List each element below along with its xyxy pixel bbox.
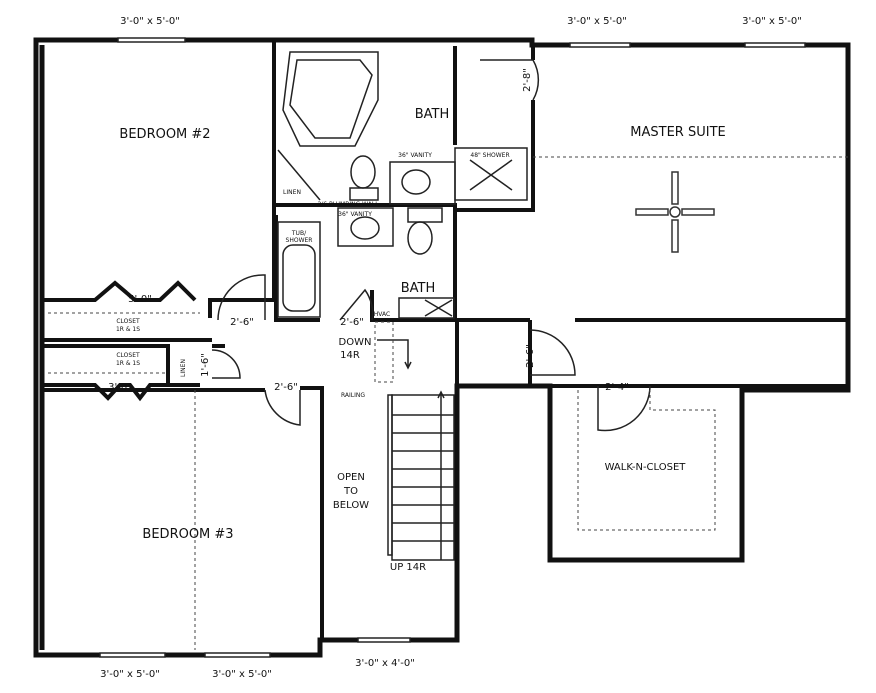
dimension-label: 2'-6" — [525, 344, 536, 368]
fixture-label: LINEN — [180, 359, 187, 377]
dimension-label: 2'-6" — [274, 382, 298, 393]
fixture-label: LINEN — [283, 189, 301, 196]
room-bedroom-3: BEDROOM #3 — [142, 527, 233, 542]
window-label: 3'-0" x 5'-0" — [120, 16, 180, 27]
window-label: 3'-0" x 5'-0" — [212, 669, 272, 680]
open-to-below-label: OPEN — [337, 472, 365, 483]
room-hall-bath: BATH — [401, 281, 436, 296]
dimension-label: 1'-6" — [200, 353, 211, 377]
open-to-below-label: TO — [343, 486, 358, 497]
fixture-label: 2/6 PLUMBING WALL — [317, 201, 379, 208]
dimension-label: 3'-0" — [108, 382, 132, 393]
dimension-label: 2'-8" — [522, 68, 533, 92]
fixture-label: 1R & 1S — [116, 360, 140, 367]
dashed-lines — [48, 156, 848, 650]
fixture-label: HVAC — [374, 311, 390, 318]
open-to-below-label: BELOW — [333, 500, 369, 511]
dimension-label: 2'-4" — [605, 382, 629, 393]
room-bedroom-2: BEDROOM #2 — [119, 127, 210, 142]
window-label: 3'-0" x 5'-0" — [100, 669, 160, 680]
ceiling-fan-icon — [635, 171, 715, 253]
stairs-down-label: DOWN — [339, 337, 372, 348]
window-label: 3'-0" x 5'-0" — [567, 16, 627, 27]
stairs-down-label: 14R — [340, 350, 360, 361]
dimension-label: 2'-6" — [230, 317, 254, 328]
fixture-label: CLOSET — [116, 318, 140, 325]
fixture-label: 48" SHOWER — [470, 152, 509, 159]
fixture-label: SHOWER — [286, 237, 313, 244]
windows — [100, 38, 805, 657]
window-frames — [99, 37, 806, 658]
window-label: 3'-0" x 4'-0" — [355, 658, 415, 669]
stairs-up-label: UP 14R — [390, 562, 426, 573]
fixture-label: 36" VANITY — [338, 211, 372, 218]
room-master-bath: BATH — [415, 107, 450, 122]
fixtures — [277, 51, 528, 319]
fixture-label: 36" VANITY — [398, 152, 432, 159]
railing-label: RAILING — [341, 392, 365, 399]
dimension-label: 2'-6" — [340, 317, 364, 328]
dimension-label: 5'-0" — [128, 294, 152, 305]
door-swings — [211, 59, 651, 432]
stair-treads — [374, 321, 455, 561]
room-master-suite: MASTER SUITE — [630, 125, 725, 140]
window-label: 3'-0" x 5'-0" — [742, 16, 802, 27]
fixture-label: TUB/ — [291, 230, 307, 237]
room-walk-in-closet: WALK-N-CLOSET — [605, 462, 687, 473]
fixture-label: 1R & 1S — [116, 326, 140, 333]
fixture-label: CLOSET — [116, 352, 140, 359]
interior-walls — [40, 42, 848, 640]
